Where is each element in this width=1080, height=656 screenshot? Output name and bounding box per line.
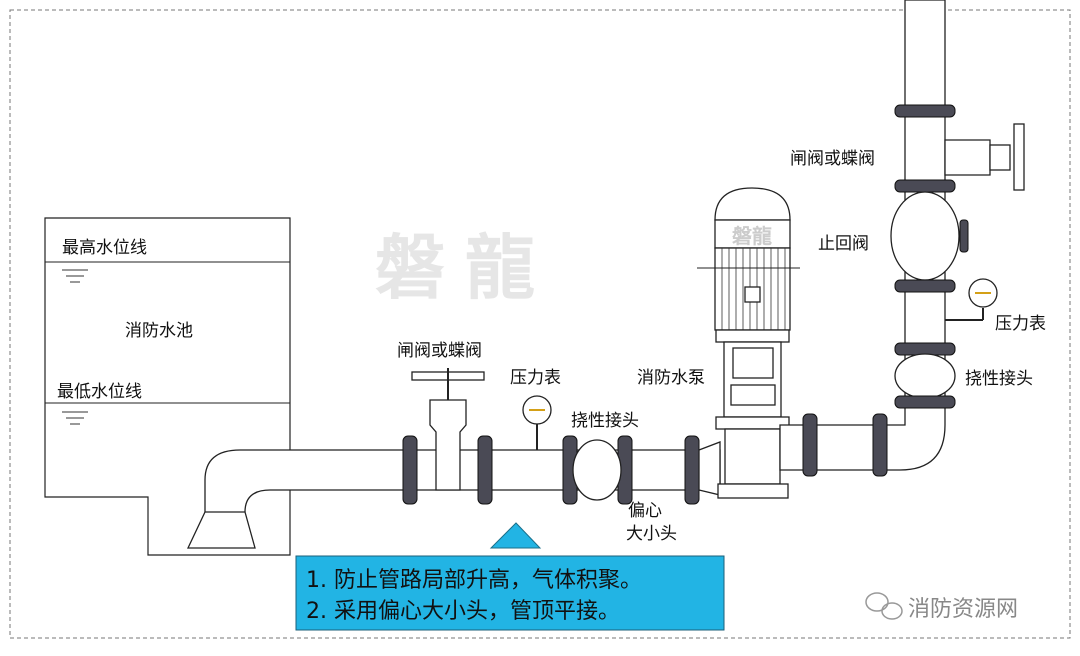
- suction-gauge-label: 压力表: [510, 368, 561, 388]
- suction-gate-valve: [411, 368, 485, 491]
- discharge-gauge-label: 压力表: [995, 314, 1046, 334]
- wechat-icon: [865, 592, 903, 620]
- note-box: [295, 555, 725, 631]
- source-logo: 消防资源网: [908, 597, 1018, 622]
- low-water-label: 最低水位线: [57, 382, 142, 402]
- pointer-triangle: [489, 522, 542, 549]
- check-valve-label: 止回阀: [818, 234, 869, 254]
- high-water-label: 最高水位线: [62, 238, 147, 258]
- suction-pressure-gauge: [522, 395, 552, 450]
- reducer-label-2: 大小头: [626, 524, 677, 544]
- fire-pump: 磐龍: [697, 187, 800, 499]
- discharge-flex-label: 挠性接头: [965, 369, 1033, 389]
- diagram-border: [9, 9, 1071, 639]
- suction-valve-label: 闸阀或蝶阀: [397, 341, 482, 361]
- suction-flexible-joint: [572, 439, 622, 501]
- discharge-gate-valve: [944, 123, 1025, 191]
- discharge-pressure-gauge: [945, 278, 998, 321]
- note-line-2: 2. 采用偏心大小头，管顶平接。: [306, 599, 620, 624]
- pump-label: 消防水泵: [637, 368, 705, 388]
- eccentric-reducer: [698, 441, 721, 496]
- suction-flex-label: 挠性接头: [571, 411, 639, 431]
- pump-brand: 磐龍: [732, 224, 772, 248]
- reducer-label-1: 偏心: [628, 501, 662, 521]
- tank-label: 消防水池: [125, 321, 193, 341]
- note-line-1: 1. 防止管路局部升高，气体积聚。: [306, 568, 642, 593]
- discharge-valve-label: 闸阀或蝶阀: [790, 149, 875, 169]
- suction-flanges: [402, 435, 700, 505]
- fire-water-tank: 最高水位线 消防水池 最低水位线: [44, 217, 291, 556]
- watermark: 磐龍: [375, 227, 555, 309]
- discharge-pipe: [779, 0, 969, 477]
